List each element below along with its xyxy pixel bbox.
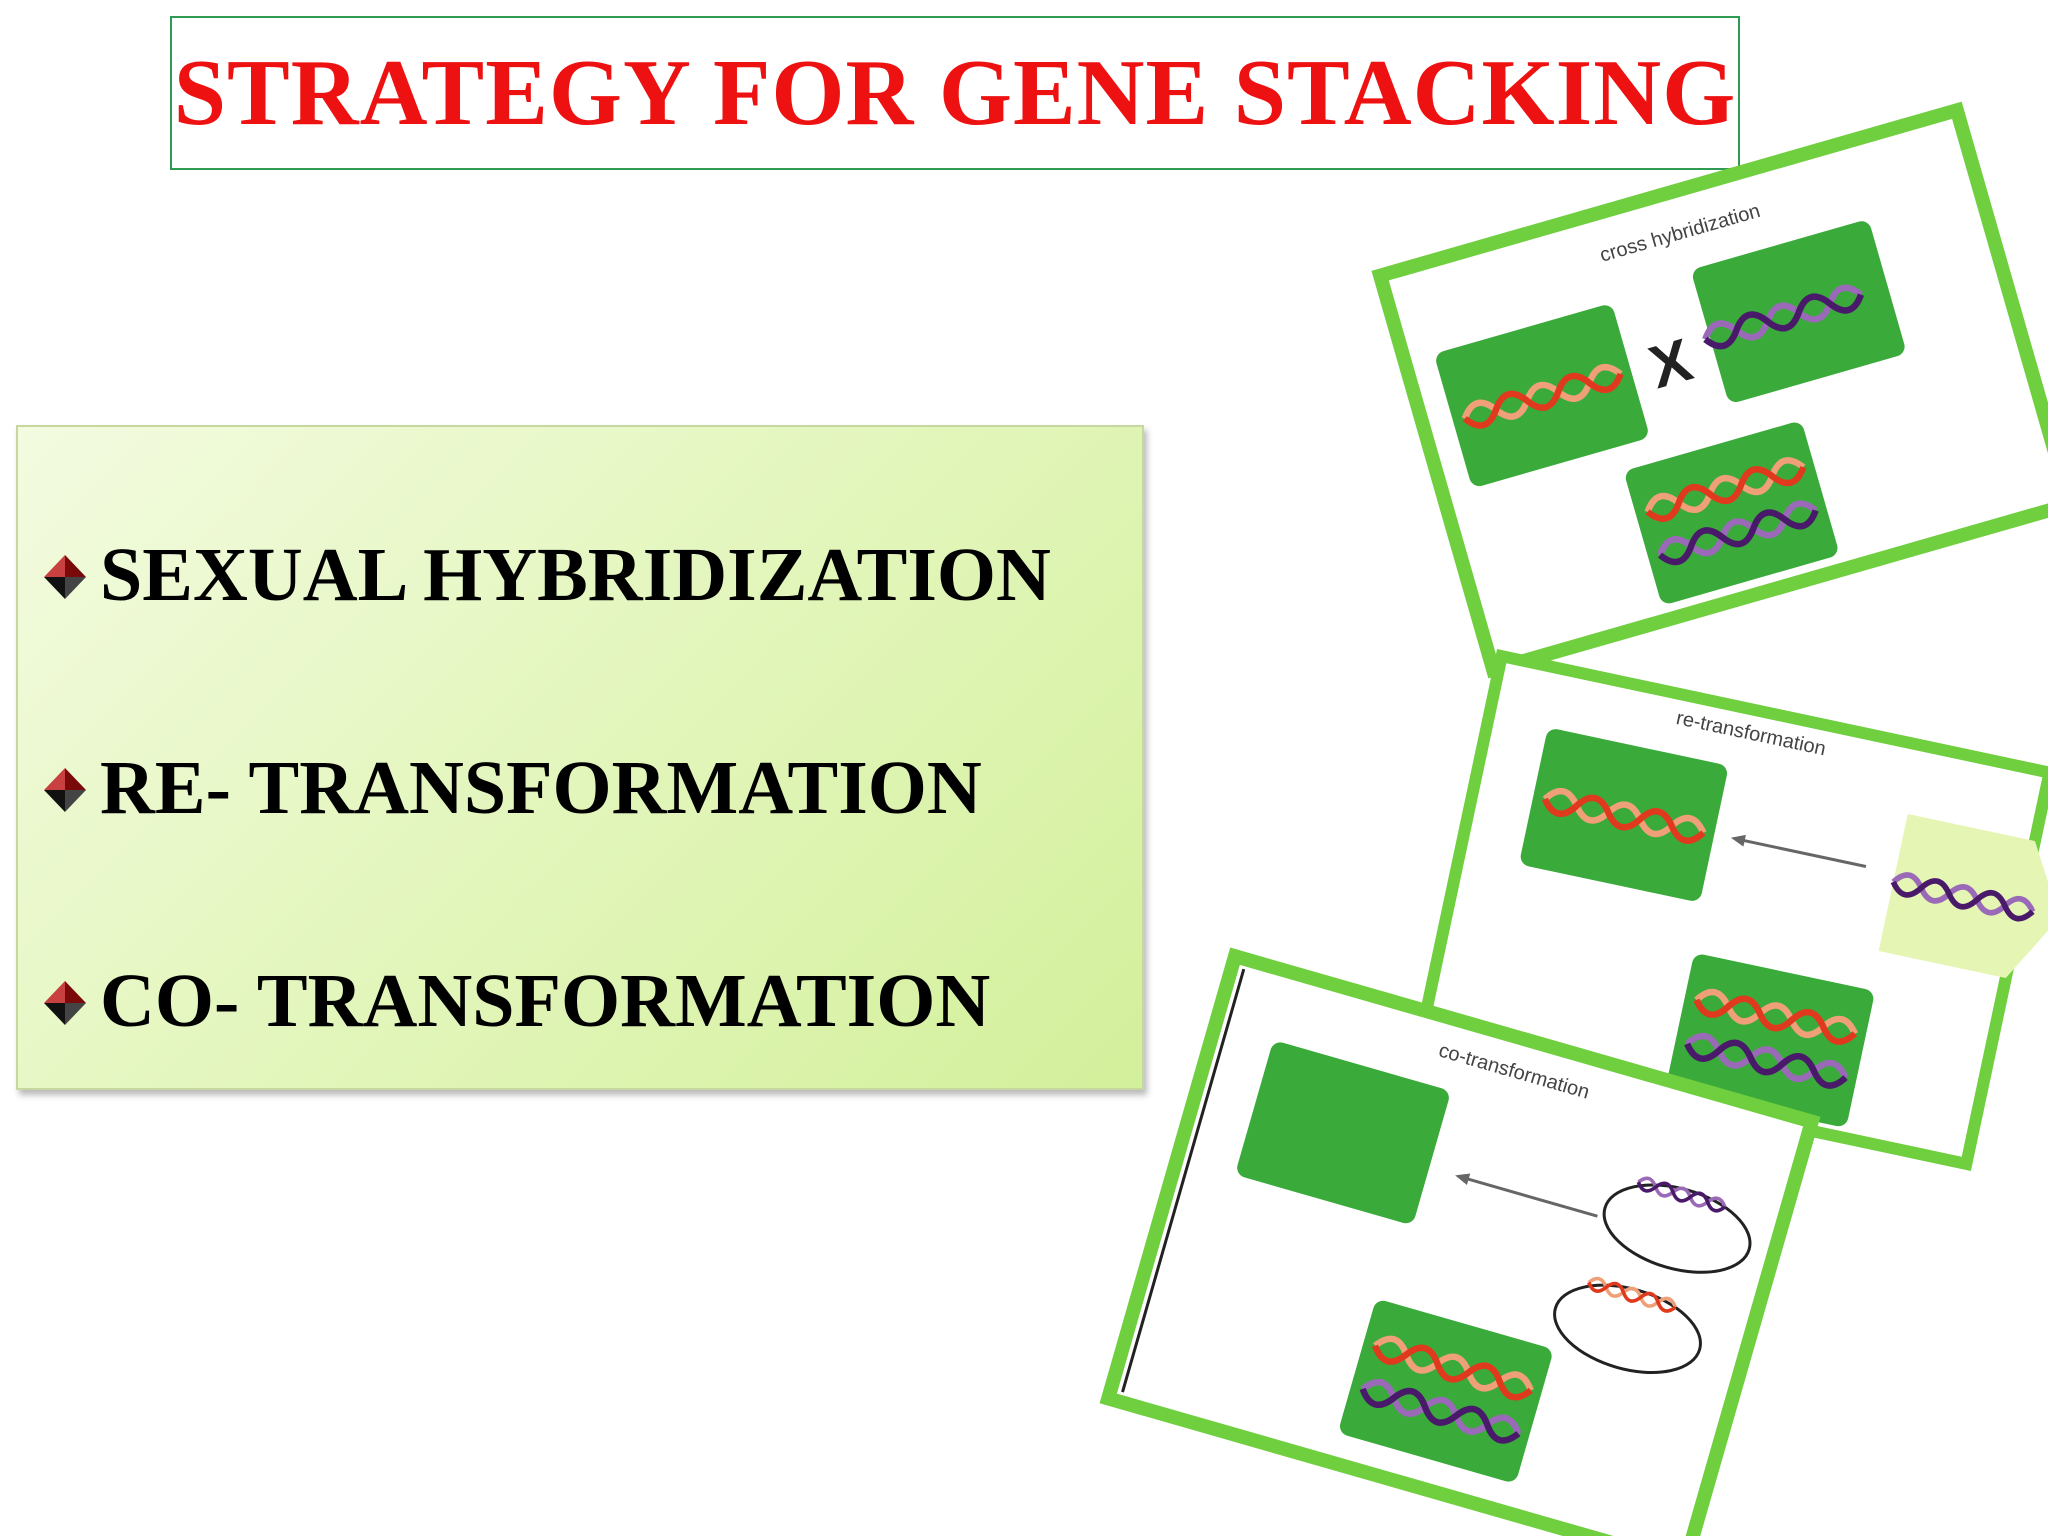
strategy-item-sexual-hybridization: SEXUAL HYBRIDIZATION bbox=[38, 532, 1051, 619]
arrow-icon bbox=[1462, 1176, 1598, 1218]
strategy-item-co-transformation: CO- TRANSFORMATION bbox=[38, 958, 990, 1045]
arrow-head-icon bbox=[1730, 834, 1746, 847]
diamond-bullet-icon bbox=[44, 767, 86, 812]
slide-title: STRATEGY FOR GENE STACKING bbox=[173, 41, 1737, 145]
parent-cell-left bbox=[1436, 305, 1648, 487]
recipient-cell bbox=[1237, 1042, 1449, 1224]
strategy-label: RE- TRANSFORMATION bbox=[100, 746, 982, 830]
arrow-head-icon bbox=[1455, 1173, 1471, 1186]
strategy-label: CO- TRANSFORMATION bbox=[100, 959, 991, 1043]
co-transformation-panel: co-transformation bbox=[1099, 947, 1821, 1536]
diamond-bullet-icon bbox=[44, 554, 86, 599]
strategy-item-re-transformation: RE- TRANSFORMATION bbox=[38, 745, 982, 832]
re-transformation-panel: re-transformation bbox=[1411, 649, 2048, 1171]
title-box: STRATEGY FOR GENE STACKING bbox=[170, 16, 1740, 170]
strategy-list: SEXUAL HYBRIDIZATION RE- TRANSFORMATION … bbox=[16, 425, 1144, 1090]
recipient-cell bbox=[1520, 729, 1728, 901]
vector-shape bbox=[1878, 814, 2048, 978]
cross-hybridization-panel: cross hybridization X bbox=[1371, 101, 2048, 679]
arrow-icon bbox=[1738, 837, 1867, 868]
diamond-bullet-icon bbox=[44, 980, 86, 1025]
strategy-label: SEXUAL HYBRIDIZATION bbox=[100, 533, 1051, 617]
